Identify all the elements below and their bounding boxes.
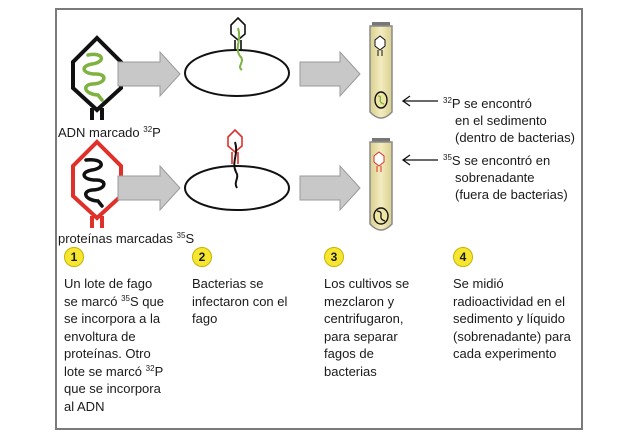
row1-label: ADN marcado 32P (58, 125, 161, 140)
step-2-text: Bacterias se infectaron con el fago (192, 276, 288, 326)
result2-text: 35S se encontró en sobrenadante (fuera d… (443, 153, 568, 202)
step-4-badge: 4 (453, 247, 473, 267)
arrow-1a (117, 50, 181, 98)
bacterium-infection-2 (184, 128, 290, 211)
centrifuge-tube-1 (369, 22, 393, 119)
phage-protein-labeled (71, 139, 123, 228)
phage-dna-labeled (71, 35, 123, 120)
result1-text: 32P se encontró en el sedimento (dentro … (443, 96, 575, 145)
step-1-text: Un lote de fago se marcó 35S que se inco… (64, 276, 164, 414)
step-3-badge: 3 (324, 247, 344, 267)
result-arrow-1 (401, 95, 438, 107)
arrow-2b (299, 164, 361, 212)
arrow-2a (117, 164, 181, 212)
centrifuge-tube-2 (369, 138, 393, 231)
step-4-text: Se midió radioactividad en el sedimento … (453, 276, 571, 361)
row2-label: proteínas marcadas 35S (58, 231, 195, 246)
step-3-text: Los cultivos se mezclaron y centrifugaro… (324, 276, 410, 379)
step-2-badge: 2 (192, 247, 212, 267)
step-1-badge: 1 (64, 247, 84, 267)
arrow-1b (299, 50, 361, 98)
bacterium-infection-1 (184, 16, 290, 97)
result-arrow-2 (401, 154, 438, 166)
